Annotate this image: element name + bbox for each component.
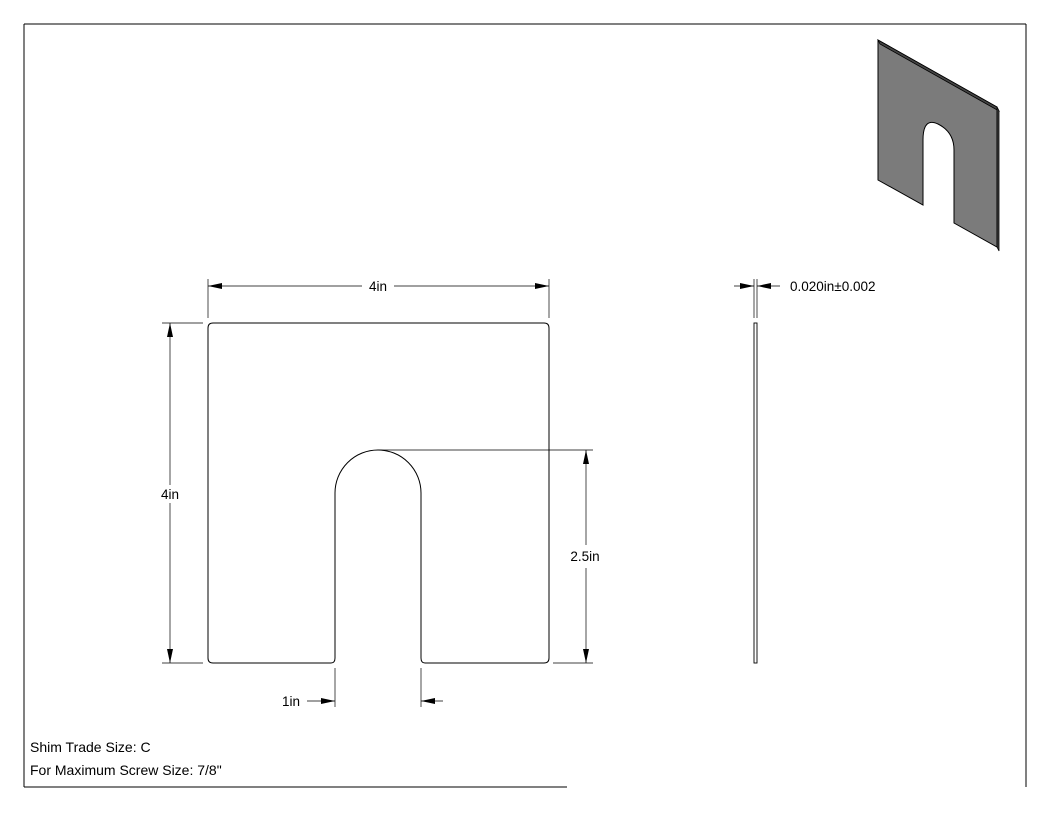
slot-width-label: 1in bbox=[282, 694, 300, 709]
drawing-notes: Shim Trade Size: C For Maximum Screw Siz… bbox=[30, 739, 222, 778]
trade-size-note: Shim Trade Size: C bbox=[30, 739, 151, 755]
thickness-label: 0.020in±0.002 bbox=[790, 279, 875, 294]
side-view: 0.020in±0.002 bbox=[734, 279, 875, 664]
max-screw-note: For Maximum Screw Size: 7/8" bbox=[30, 762, 222, 778]
front-view-outline bbox=[207, 322, 550, 664]
sheet-border bbox=[23, 23, 1027, 788]
width-dimension: 4in bbox=[207, 279, 550, 318]
slot-depth-label: 2.5in bbox=[570, 549, 599, 564]
isometric-shim-view bbox=[877, 39, 1000, 252]
width-label: 4in bbox=[369, 279, 387, 294]
slot-width-dimension: 1in bbox=[282, 668, 443, 709]
height-label: 4in bbox=[161, 487, 179, 502]
slot-depth-dimension: 2.5in bbox=[378, 449, 600, 664]
height-dimension: 4in bbox=[161, 322, 203, 664]
